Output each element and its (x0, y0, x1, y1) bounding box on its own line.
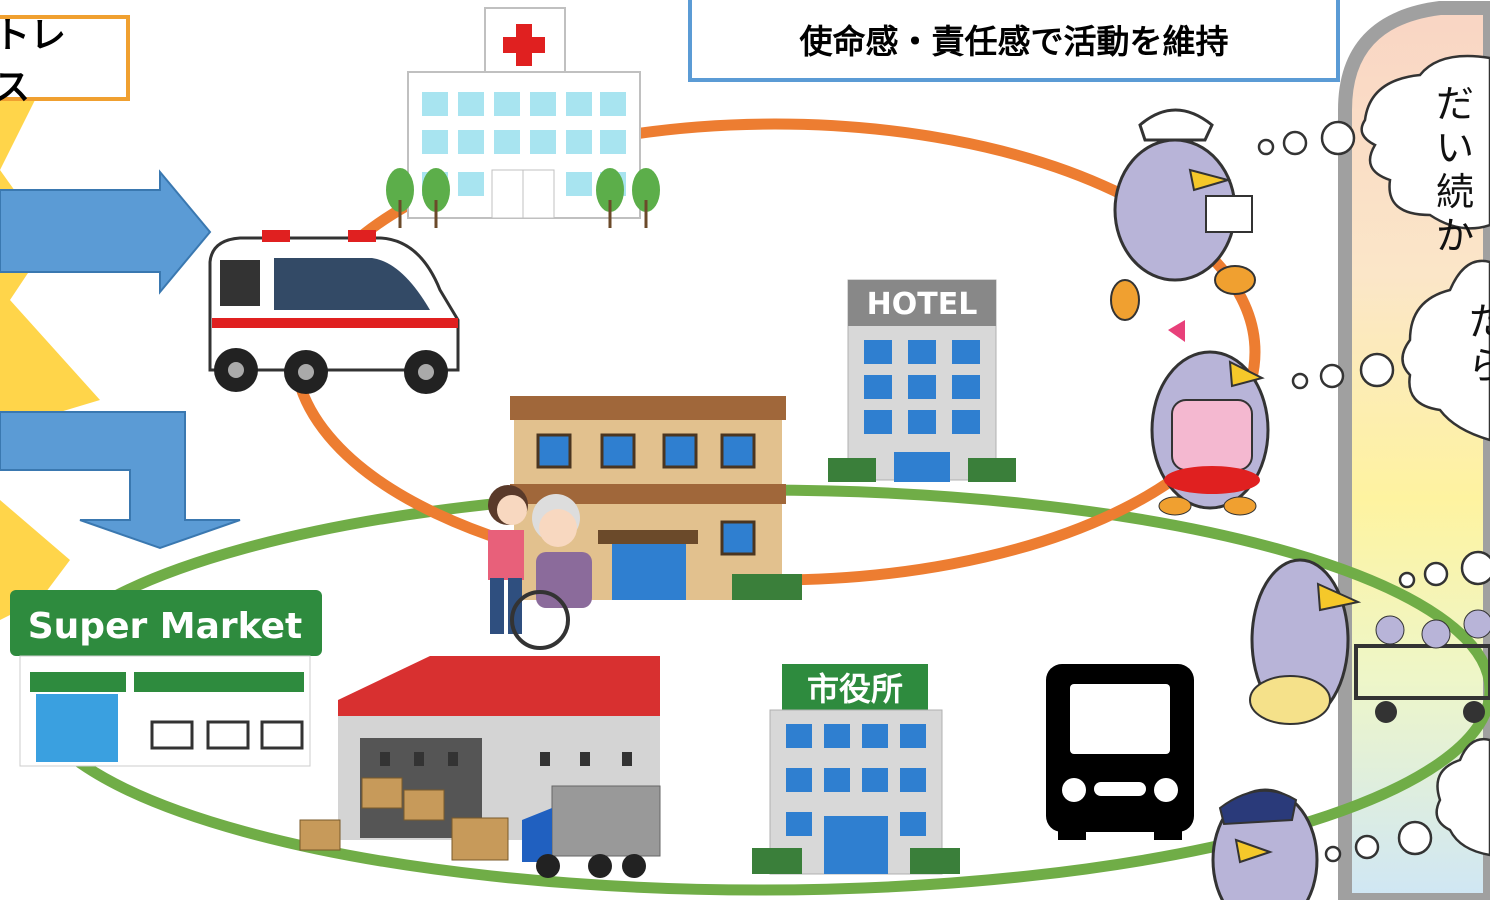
stress-label: トレス (0, 15, 130, 108)
thought-bubble-2-line1: た (1468, 300, 1490, 344)
supermarket-icon (10, 590, 322, 767)
bus-icon (1046, 664, 1194, 840)
hotel-sign: HOTEL (867, 287, 978, 322)
bird-nurse-icon (1150, 320, 1270, 516)
hospital-icon (386, 7, 660, 228)
supermarket-sign: Super Market (28, 606, 303, 647)
caregiver-wheelchair-icon (488, 485, 592, 650)
care-home-icon (510, 396, 802, 600)
bird-childcare-icon (1249, 558, 1490, 725)
warehouse-icon (299, 656, 660, 861)
bird-delivery-worker-icon (1110, 108, 1256, 321)
stress-burst (0, 100, 100, 620)
delivery-truck-icon (522, 785, 661, 878)
ambulance-icon (208, 230, 460, 394)
thought-bubble-2-text: た ら (1468, 300, 1490, 388)
thought-bubble-1-line1: だい (1436, 82, 1475, 170)
page-title: 使命感・責任感で活動を維持 (688, 0, 1340, 82)
bird-police-icon (1211, 788, 1319, 900)
city-hall-icon (752, 664, 960, 875)
thought-bubble-1-line2: 続か (1436, 170, 1475, 258)
hotel-icon (828, 279, 1016, 482)
thought-bubble-1-text: だい 続か (1436, 82, 1490, 258)
arrow-down (0, 411, 241, 550)
rainbow-panel (1338, 0, 1490, 900)
arrow-right (0, 169, 212, 295)
city-hall-sign: 市役所 (807, 670, 903, 708)
thought-bubble-2-line2: ら (1468, 344, 1490, 388)
thought-bubbles (1257, 54, 1490, 863)
